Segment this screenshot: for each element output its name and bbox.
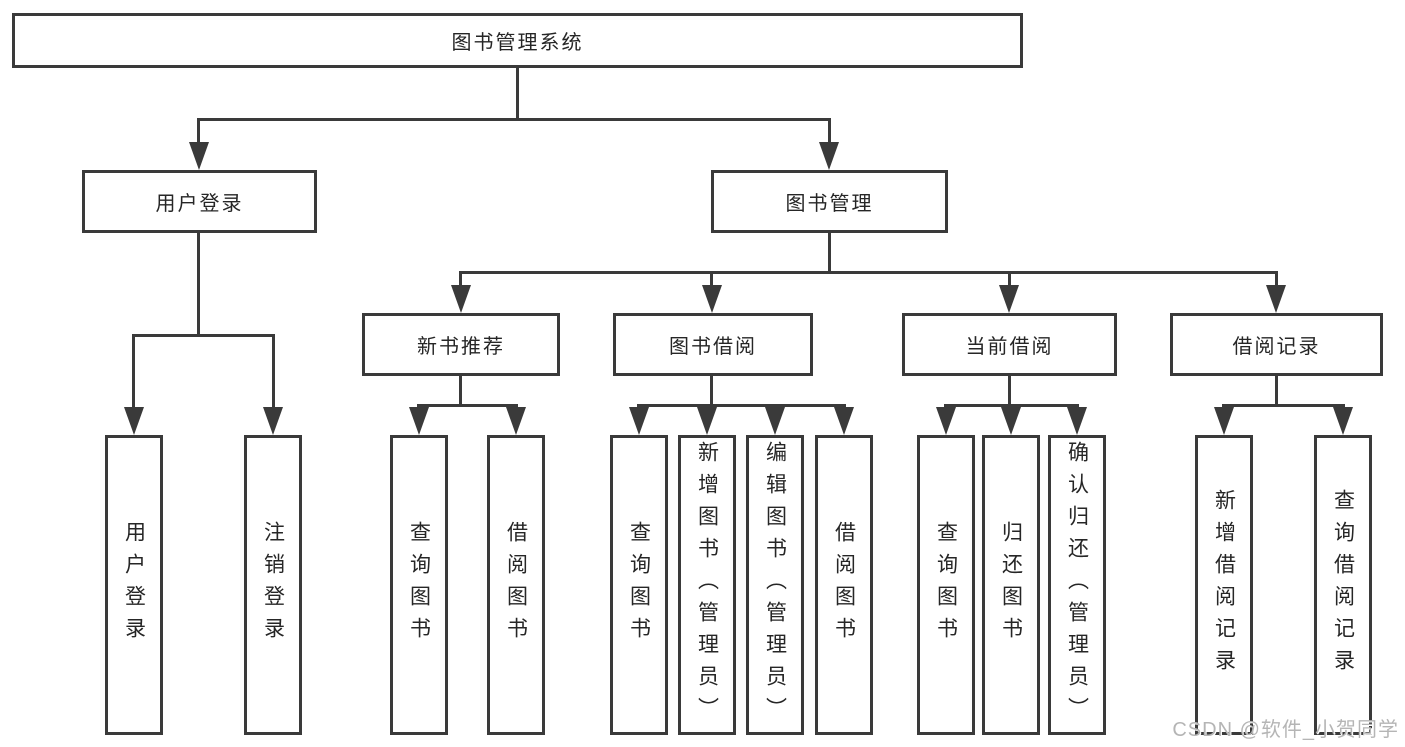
arrow-down-icon: [189, 142, 209, 170]
arrow-down-icon: [999, 285, 1019, 313]
arrow-down-icon: [451, 285, 471, 313]
csdn-watermark: CSDN @软件_小贺同学: [1172, 719, 1399, 741]
node-current-borrow: 当前借阅: [902, 313, 1117, 376]
arrow-down-icon: [819, 142, 839, 170]
leaf-borrow-books-recommend: 借阅图书: [487, 435, 545, 735]
leaf-edit-book-admin: 编辑图书（管理员）: [746, 435, 804, 735]
arrow-down-icon: [629, 407, 649, 435]
connector-level3-horizontal: [459, 271, 1278, 274]
arrow-down-icon: [409, 407, 429, 435]
connector-level2-horizontal: [197, 118, 831, 121]
connector-drop-leaf-logout: [272, 334, 275, 410]
arrow-down-icon: [506, 407, 526, 435]
connector-book-borrow-horizontal: [637, 404, 846, 407]
arrow-down-icon: [834, 407, 854, 435]
connector-drop-leaf-user-login: [132, 334, 135, 410]
leaf-add-borrow-record: 新增借阅记录: [1195, 435, 1253, 735]
node-book-borrow: 图书借阅: [613, 313, 813, 376]
connector-drop-current-borrow: [1008, 271, 1011, 289]
leaf-query-books-recommend: 查询图书: [390, 435, 448, 735]
connector-root-vertical: [516, 68, 519, 120]
leaf-confirm-return-admin: 确认归还（管理员）: [1048, 435, 1106, 735]
leaf-query-books-current: 查询图书: [917, 435, 975, 735]
connector-book-borrow-vertical: [710, 376, 713, 407]
connector-borrow-record-vertical: [1275, 376, 1278, 407]
arrow-down-icon: [702, 285, 722, 313]
node-user-login: 用户登录: [82, 170, 317, 233]
node-borrow-records: 借阅记录: [1170, 313, 1383, 376]
connector-drop-book-borrow: [710, 271, 713, 289]
connector-book-management-vertical: [828, 233, 831, 274]
arrow-down-icon: [1266, 285, 1286, 313]
arrow-down-icon: [1067, 407, 1087, 435]
arrow-down-icon: [124, 407, 144, 435]
connector-current-borrow-vertical: [1008, 376, 1011, 407]
connector-drop-borrow-record: [1275, 271, 1278, 289]
connector-new-book-vertical: [459, 376, 462, 407]
leaf-user-login: 用户登录: [105, 435, 163, 735]
node-book-management: 图书管理: [711, 170, 948, 233]
connector-drop-book-management: [828, 118, 831, 146]
leaf-query-books-borrow: 查询图书: [610, 435, 668, 735]
connector-user-login-horizontal: [132, 334, 275, 337]
leaf-return-books: 归还图书: [982, 435, 1040, 735]
node-new-book-recommend: 新书推荐: [362, 313, 560, 376]
connector-current-borrow-horizontal: [944, 404, 1079, 407]
node-library-management-system: 图书管理系统: [12, 13, 1023, 68]
arrow-down-icon: [765, 407, 785, 435]
arrow-down-icon: [697, 407, 717, 435]
leaf-query-borrow-record: 查询借阅记录: [1314, 435, 1372, 735]
connector-user-login-vertical: [197, 233, 200, 337]
leaf-logout: 注销登录: [244, 435, 302, 735]
leaf-add-book-admin: 新增图书（管理员）: [678, 435, 736, 735]
arrow-down-icon: [1001, 407, 1021, 435]
connector-drop-user-login: [197, 118, 200, 146]
arrow-down-icon: [1333, 407, 1353, 435]
connector-drop-new-book: [459, 271, 462, 289]
arrow-down-icon: [263, 407, 283, 435]
connector-new-book-horizontal: [417, 404, 518, 407]
connector-borrow-record-horizontal: [1222, 404, 1345, 407]
arrow-down-icon: [936, 407, 956, 435]
arrow-down-icon: [1214, 407, 1234, 435]
leaf-borrow-books: 借阅图书: [815, 435, 873, 735]
